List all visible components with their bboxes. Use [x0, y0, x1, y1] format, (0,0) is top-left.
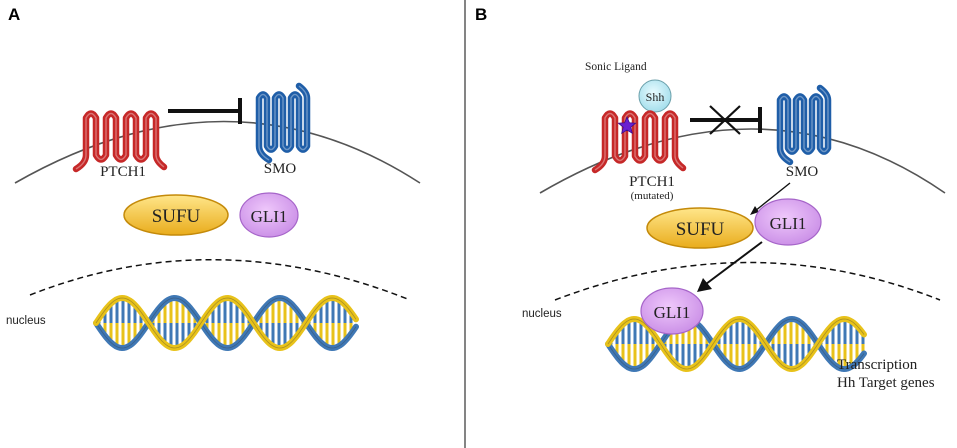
- dna-helix: [605, 315, 867, 373]
- smo-activation-arrow: [750, 182, 791, 215]
- panel-b-letter: B: [475, 5, 487, 24]
- gli1-protein: GLI1: [239, 192, 299, 238]
- ptch1-receptor: [72, 110, 168, 173]
- gli1-nuclear-label: GLI1: [654, 303, 691, 322]
- inhibition-symbol: [168, 98, 242, 124]
- blocked-inhibition-symbol: [690, 105, 762, 135]
- sufu-label: SUFU: [152, 206, 201, 227]
- sufu-label: SUFU: [676, 219, 725, 240]
- nuclear-envelope: [554, 261, 941, 301]
- ligand-caption: Sonic Ligand: [585, 61, 647, 73]
- ptch1-label: PTCH1: [629, 174, 675, 190]
- target-genes-label: Hh Target genes: [837, 375, 935, 391]
- ptch1-mutated-receptor: [591, 110, 687, 174]
- panel-a: A PTCH1 SMO SUFU GLI1 nucleus: [6, 5, 421, 352]
- smo-label: SMO: [786, 164, 819, 180]
- nuclear-translocation-arrow: [697, 241, 763, 292]
- nuclear-envelope: [29, 259, 411, 301]
- gli1-protein: GLI1: [754, 198, 822, 246]
- smo-label: SMO: [264, 161, 297, 177]
- mutation-star-icon: [617, 115, 637, 135]
- shh-ligand: Shh: [638, 79, 672, 113]
- gli1-label: GLI1: [770, 214, 807, 233]
- nucleus-label: nucleus: [522, 308, 562, 320]
- cell-membrane: [14, 120, 421, 184]
- nucleus-label: nucleus: [6, 315, 46, 327]
- shh-label: Shh: [646, 90, 665, 104]
- transcription-label: Transcription: [837, 357, 918, 373]
- gli1-label: GLI1: [251, 207, 288, 226]
- smo-receptor: [776, 84, 832, 166]
- sufu-protein: SUFU: [646, 207, 754, 249]
- sufu-protein: SUFU: [123, 194, 229, 236]
- ptch1-mutated-label: (mutated): [631, 190, 674, 202]
- ptch1-label: PTCH1: [100, 164, 146, 180]
- smo-receptor: [255, 82, 311, 164]
- panel-b: B Sonic Ligand Shh PTCH1 (mutated) SMO S…: [475, 5, 946, 391]
- dna-helix: [93, 294, 359, 352]
- gli1-nuclear-protein: GLI1: [640, 287, 704, 335]
- panel-a-letter: A: [8, 5, 20, 24]
